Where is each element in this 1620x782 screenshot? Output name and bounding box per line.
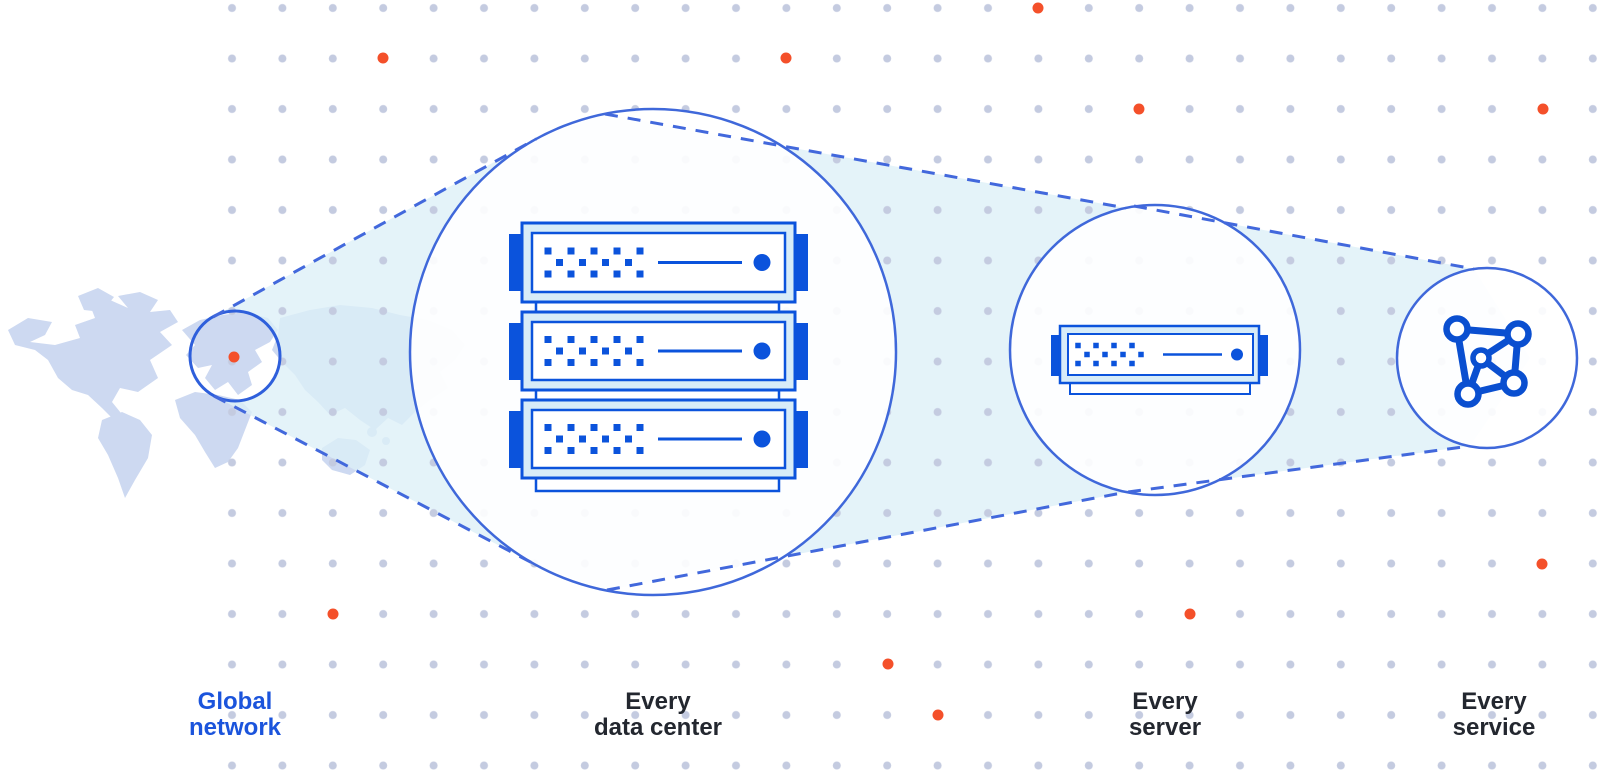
label-every-server: Every server (1129, 689, 1201, 741)
zoom-dashed-lines (212, 112, 1475, 592)
label-line: Global (197, 688, 273, 715)
rack-unit-3 (509, 398, 808, 480)
label-line: Every (625, 688, 691, 715)
server-unit-icon (1051, 324, 1268, 395)
map-location-marker (228, 351, 240, 363)
label-line: data center (593, 714, 723, 741)
label-line: server (1128, 714, 1202, 741)
label-line: service (1452, 714, 1536, 741)
rack-unit-1 (509, 221, 808, 304)
accent-dots (327, 2, 1549, 721)
map-highlight-circle (188, 309, 282, 403)
server-rack-icon (509, 221, 808, 493)
label-line: network (188, 714, 282, 741)
rack-unit-2 (509, 310, 808, 392)
label-global-network: Global network (189, 689, 281, 741)
label-line: Every (1132, 688, 1198, 715)
network-mesh-icon (1443, 315, 1532, 408)
label-every-service: Every service (1453, 689, 1536, 741)
label-line: Every (1461, 688, 1527, 715)
label-every-data-center: Every data center (594, 689, 722, 741)
